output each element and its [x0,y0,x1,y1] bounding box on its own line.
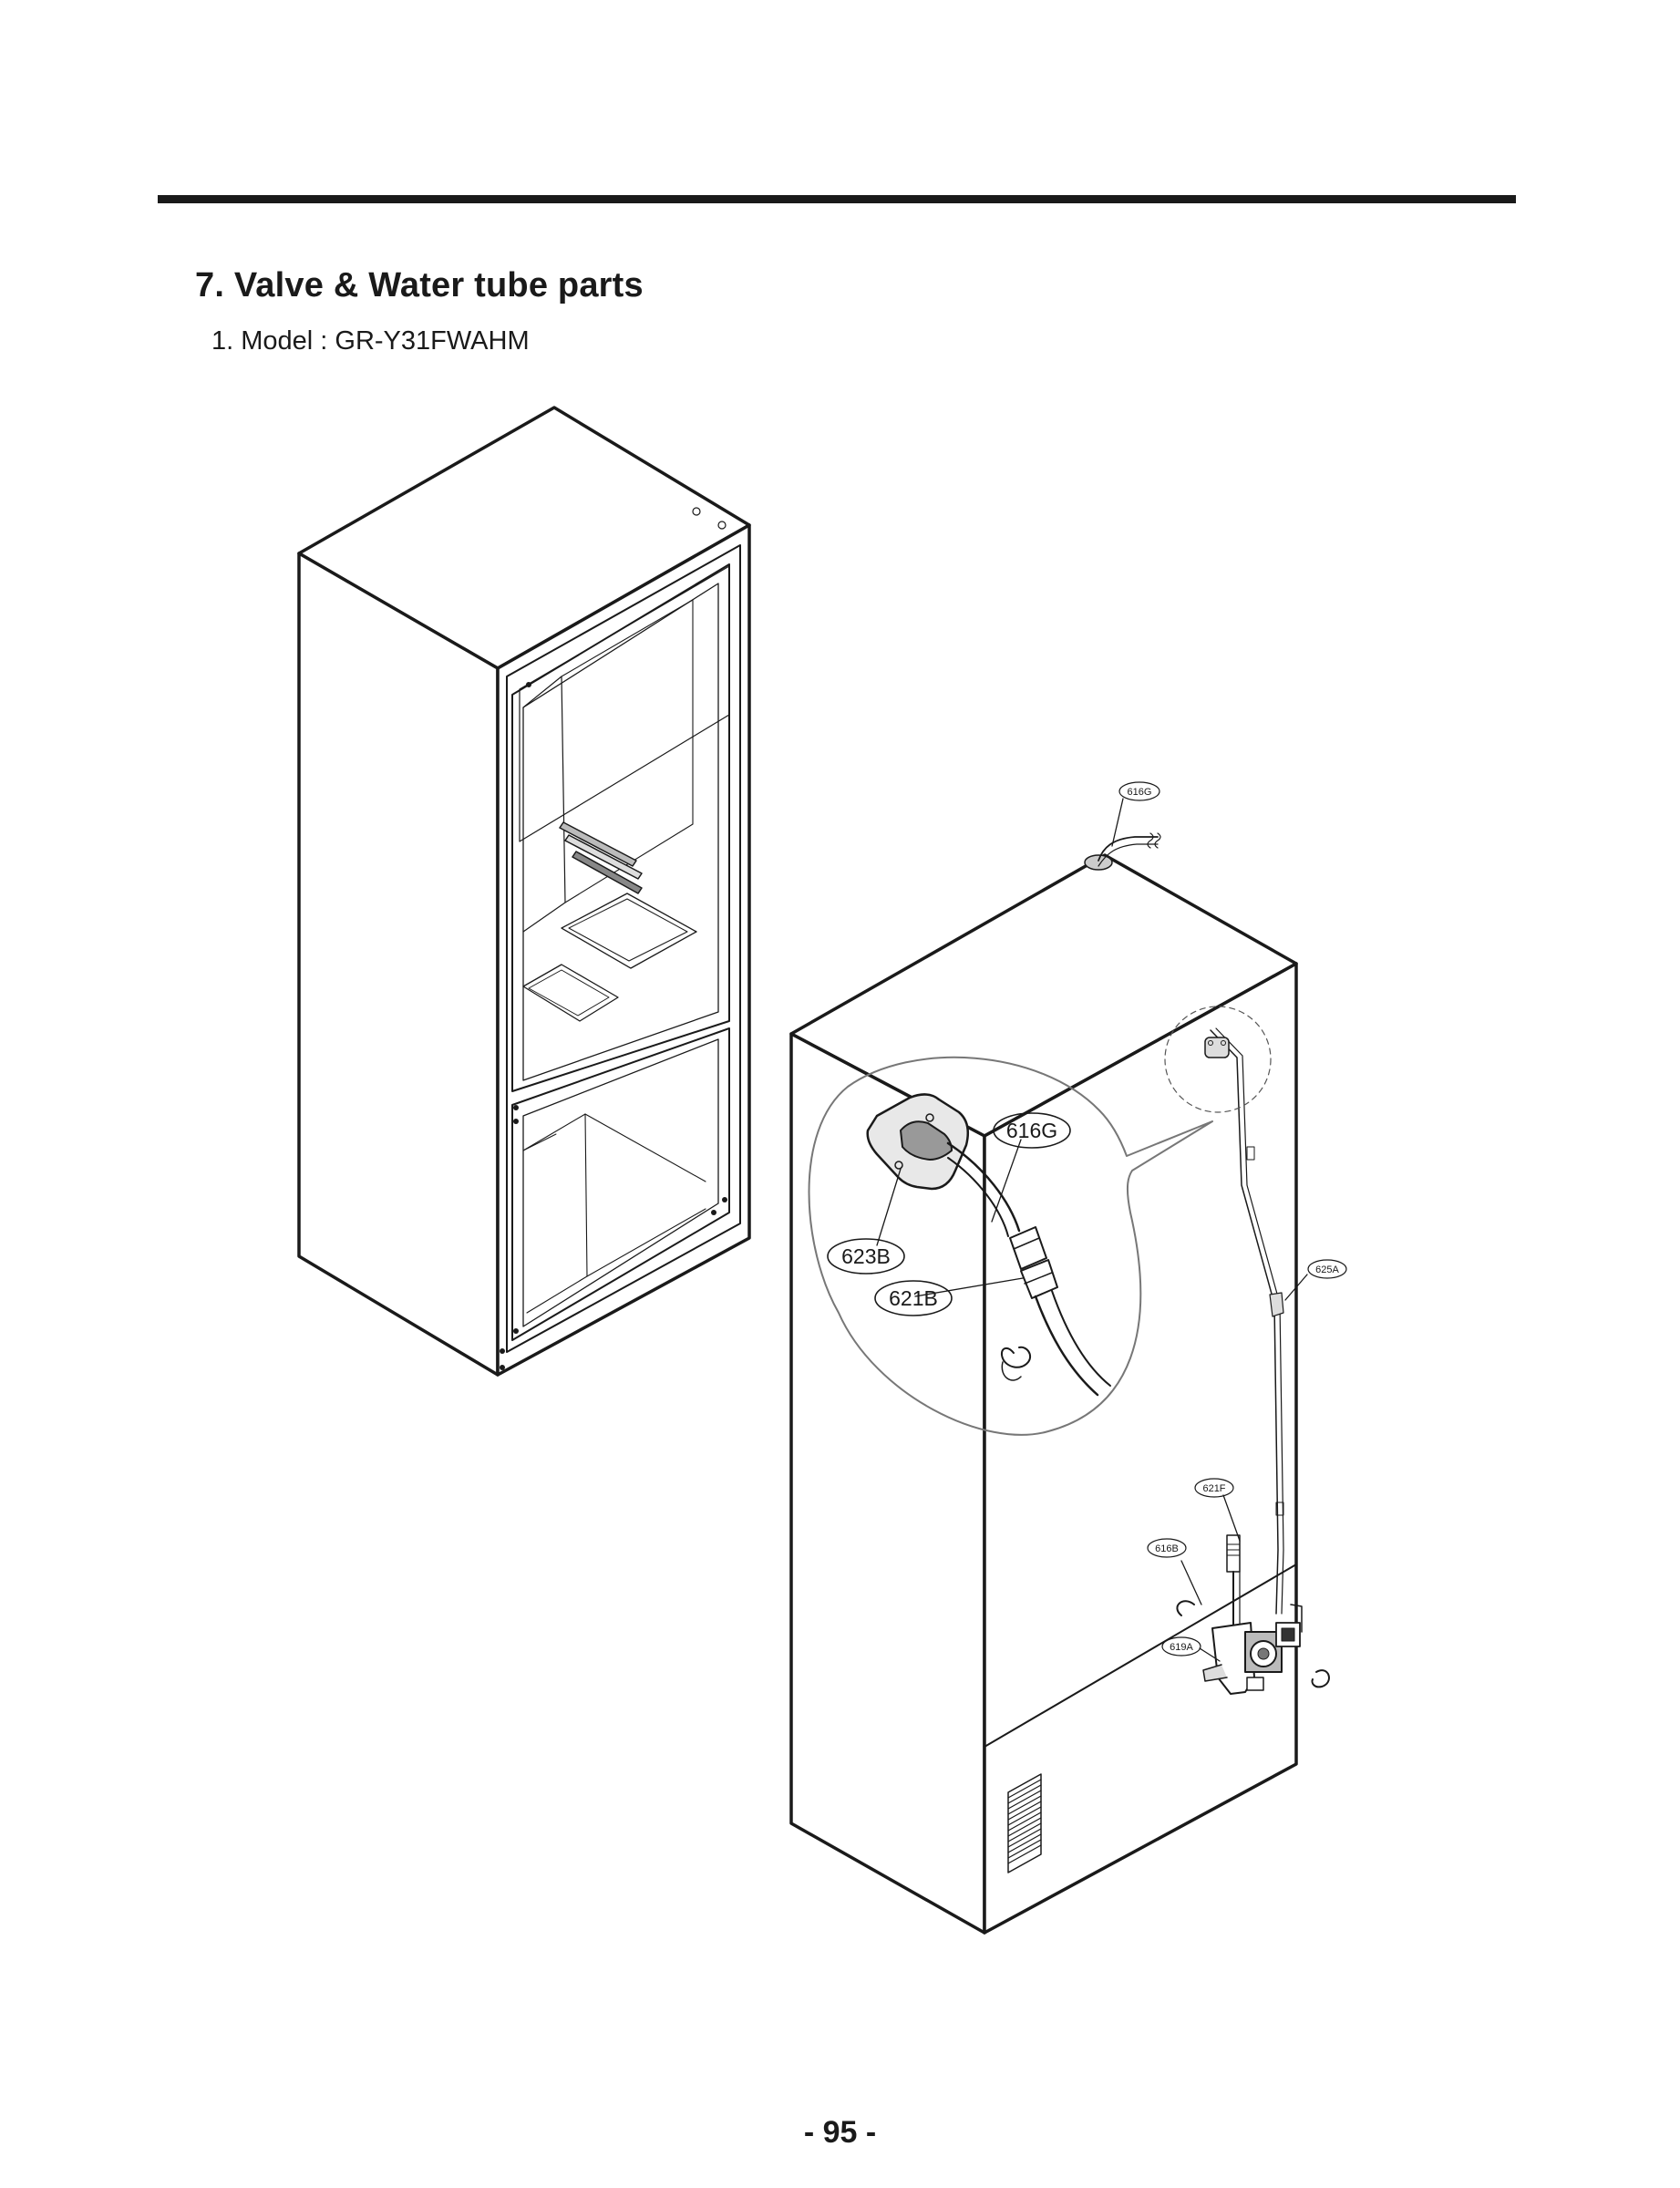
callout-616G-detail: 616G [1006,1119,1057,1142]
detail-bubble [808,1056,1213,1436]
callout-621B: 621B [889,1286,938,1310]
front-cabinet-illustration [297,406,751,1377]
callout-619A: 619A [1170,1642,1193,1653]
callout-616G-top: 616G [1128,787,1152,798]
model-line: 1. Model : GR-Y31FWAHM [211,326,530,356]
rear-cabinet-illustration [789,832,1330,1935]
callout-623B: 623B [841,1244,891,1268]
callout-shapes [827,781,1347,1656]
section-title: 7. Valve & Water tube parts [195,266,644,304]
header-rule [158,195,1516,203]
leader-lines [876,798,1308,1662]
page-number: - 95 - [803,2115,877,2150]
callout-616B: 616B [1155,1543,1179,1554]
water-valve-assembly [1176,1534,1330,1695]
vent-grille [1007,1773,1042,1873]
callout-621F: 621F [1202,1483,1225,1494]
callout-625A: 625A [1315,1264,1339,1275]
